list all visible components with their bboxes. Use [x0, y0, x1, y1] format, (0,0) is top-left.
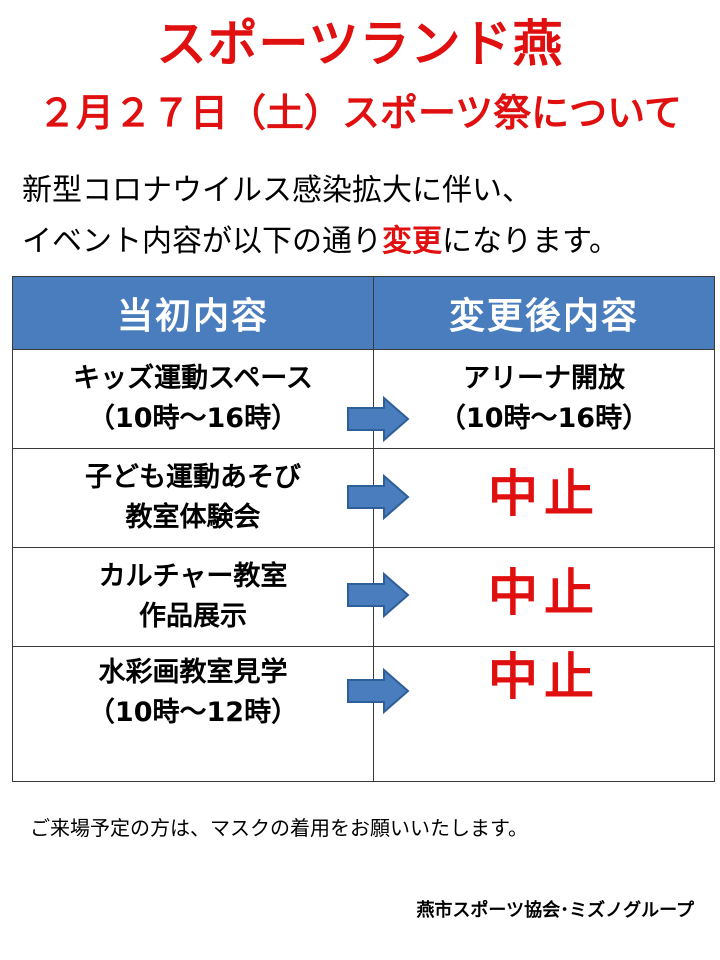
page-subtitle: ２月２７日（土）スポーツ祭について	[37, 91, 683, 135]
row-4-before-line-1: 水彩画教室見学	[98, 657, 288, 688]
row-1-before-line-2: （10時～16時）	[87, 403, 299, 434]
row-1-before-line-1: キッズ運動スペース	[73, 363, 313, 394]
row-3-before-line-2: 作品展示	[139, 601, 247, 632]
row-1-after: アリーナ開放 （10時～16時）	[373, 349, 715, 449]
row-4-before-line-2: （10時～12時）	[87, 697, 299, 728]
page-title: スポーツランド燕	[156, 15, 564, 73]
table-row: キッズ運動スペース （10時～16時） アリーナ開放 （10時～16時）	[12, 349, 715, 449]
intro-text: 新型コロナウイルス感染拡大に伴い、 イベント内容が以下の通り変更になります。	[22, 165, 712, 267]
row-3-before-line-1: カルチャー教室	[98, 561, 288, 592]
row-3-before: カルチャー教室 作品展示	[12, 547, 374, 647]
changes-table: 当初内容 変更後内容 キッズ運動スペース （10時～16時） アリーナ開放 （1…	[12, 276, 715, 782]
row-4-before: 水彩画教室見学 （10時～12時）	[12, 646, 374, 782]
cancelled-label: 中止	[488, 563, 600, 622]
intro-line-2-prefix: イベント内容が以下の通り	[22, 224, 382, 259]
right-arrow-icon	[347, 396, 410, 442]
row-2-before-line-1: 子ども運動あそび	[85, 462, 301, 493]
cancelled-label: 中止	[488, 648, 600, 706]
right-arrow-icon	[347, 474, 410, 520]
row-1-after-line-2: （10時～16時）	[438, 403, 650, 434]
intro-line-1: 新型コロナウイルス感染拡大に伴い、	[22, 173, 532, 208]
row-3-after: 中止	[373, 547, 715, 647]
table-header-row: 当初内容 変更後内容	[12, 276, 715, 350]
right-arrow-icon	[347, 572, 410, 618]
mask-notice: ご来場予定の方は、マスクの着用をお願いいたします。	[30, 816, 528, 840]
table-row: 子ども運動あそび 教室体験会 中止	[12, 448, 715, 548]
table-row: カルチャー教室 作品展示 中止	[12, 547, 715, 647]
right-arrow-icon	[347, 668, 410, 714]
intro-line-2: イベント内容が以下の通り変更になります。	[22, 216, 712, 267]
header-changed: 変更後内容	[373, 276, 715, 350]
row-4-after: 中止	[373, 646, 715, 782]
row-1-after-line-1: アリーナ開放	[463, 363, 625, 394]
intro-highlight-change: 変更	[382, 224, 442, 259]
cancelled-label: 中止	[488, 464, 600, 523]
organization-name: 燕市スポーツ協会･ミズノグループ	[416, 900, 694, 921]
header-original: 当初内容	[12, 276, 374, 350]
row-2-before-line-2: 教室体験会	[125, 502, 261, 533]
row-2-before: 子ども運動あそび 教室体験会	[12, 448, 374, 548]
row-2-after: 中止	[373, 448, 715, 548]
row-1-before: キッズ運動スペース （10時～16時）	[12, 349, 374, 449]
table-row: 水彩画教室見学 （10時～12時） 中止	[12, 646, 715, 782]
intro-line-2-suffix: になります。	[442, 224, 619, 259]
